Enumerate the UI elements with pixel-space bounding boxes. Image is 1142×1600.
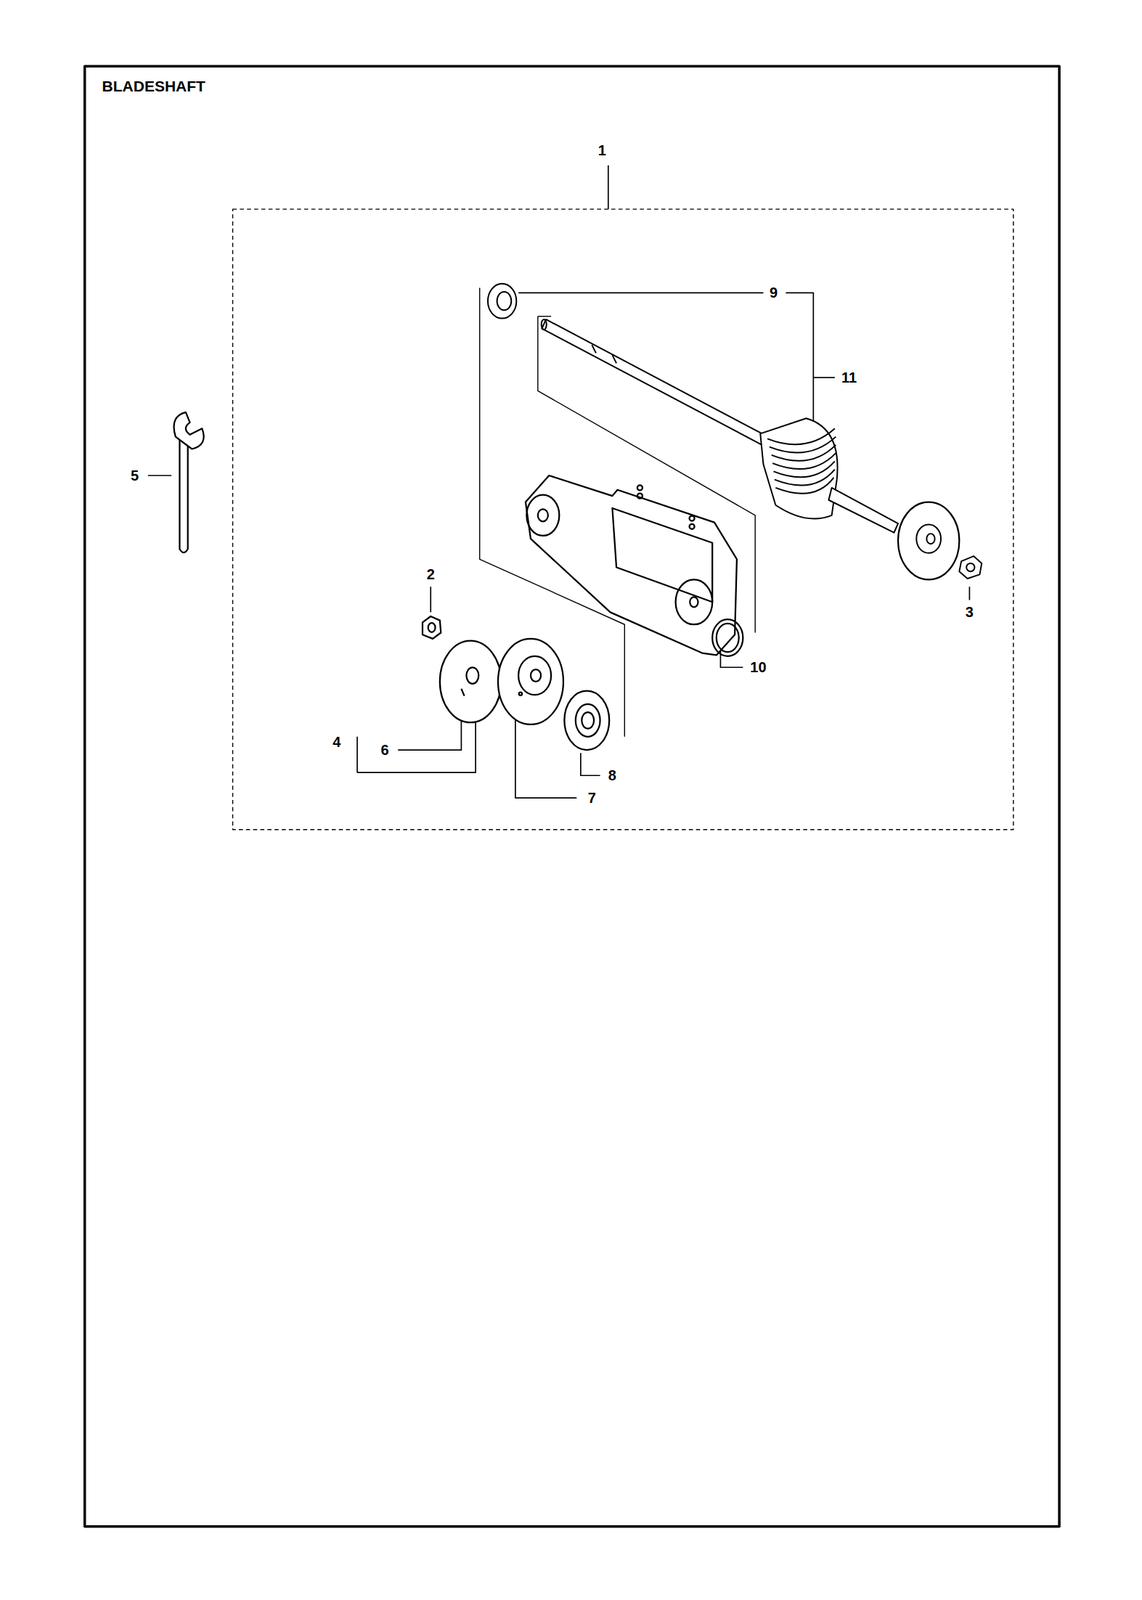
housing [525, 475, 743, 657]
bearing-top [487, 283, 517, 319]
callout-number: 9 [768, 284, 779, 301]
lower-parts-part [466, 667, 479, 684]
wrench-part [174, 412, 205, 450]
callout-number: 11 [839, 369, 859, 386]
shaft-part [767, 428, 836, 493]
leader-lines-part [148, 474, 172, 477]
housing-part [637, 493, 643, 499]
shaft-part [541, 319, 547, 330]
callout-number: 10 [748, 659, 768, 676]
housing-part [689, 516, 695, 522]
lower-parts-part [422, 616, 441, 639]
lower-parts-part [530, 669, 541, 682]
callout-number: 3 [964, 604, 976, 621]
leader-lines-part [969, 586, 971, 600]
callout-number: 7 [586, 789, 598, 806]
callout-number: 8 [606, 767, 618, 784]
wrench-part [179, 433, 188, 553]
housing-part [537, 508, 549, 522]
wrench [174, 412, 205, 553]
bearing-top-part [487, 283, 517, 319]
shaft-part [926, 533, 935, 544]
callout-number: 6 [378, 741, 390, 758]
shaft-part [959, 556, 982, 579]
lower-parts-part [575, 704, 601, 737]
shaft-part [898, 502, 960, 581]
bearing-top-part [497, 291, 512, 311]
housing-part [689, 596, 698, 607]
shaft-part [541, 319, 776, 451]
shaft-part [966, 563, 975, 572]
leader-lines [148, 165, 970, 798]
leader-lines-part [607, 165, 610, 210]
diagram-title: BLADESHAFT [102, 78, 206, 94]
explosion-lines-part [537, 315, 552, 317]
housing-part [675, 579, 713, 625]
kit-dashed-box-part [233, 209, 1014, 830]
lower-parts-part [519, 692, 522, 696]
leader-lines-part [518, 292, 764, 295]
shaft-part [828, 487, 899, 533]
housing-part [716, 623, 740, 652]
housing-part [525, 475, 737, 655]
page-frame [84, 66, 1060, 1527]
housing-part [637, 484, 643, 491]
lower-parts-part [461, 688, 464, 697]
lower-parts-part [518, 656, 552, 695]
housing-part [612, 508, 713, 602]
lower-parts-part [564, 691, 610, 751]
kit-dashed-box [233, 209, 1014, 830]
explosion-lines [479, 287, 756, 737]
page-frame-part [84, 66, 1060, 1527]
housing-part [689, 524, 695, 530]
leader-lines-part [429, 586, 432, 613]
lower-parts [422, 616, 610, 750]
shaft-part [760, 418, 838, 519]
leader-lines-part [785, 292, 814, 429]
callout-number: 4 [331, 733, 342, 750]
lower-parts-part [428, 622, 436, 633]
housing-part [526, 495, 560, 536]
leader-lines-part [580, 752, 601, 776]
shaft-part [916, 524, 941, 553]
callout-number: 2 [425, 566, 437, 583]
lower-parts-part [581, 712, 594, 729]
shaft-part [591, 344, 617, 364]
leader-lines-part [813, 376, 835, 379]
leader-lines-part [356, 736, 358, 773]
lower-parts-part [439, 641, 501, 723]
callout-number: 5 [129, 467, 141, 484]
lower-parts-part [498, 638, 564, 725]
leader-lines-part [720, 649, 743, 668]
callout-number: 1 [596, 142, 608, 159]
housing-part [712, 619, 743, 657]
